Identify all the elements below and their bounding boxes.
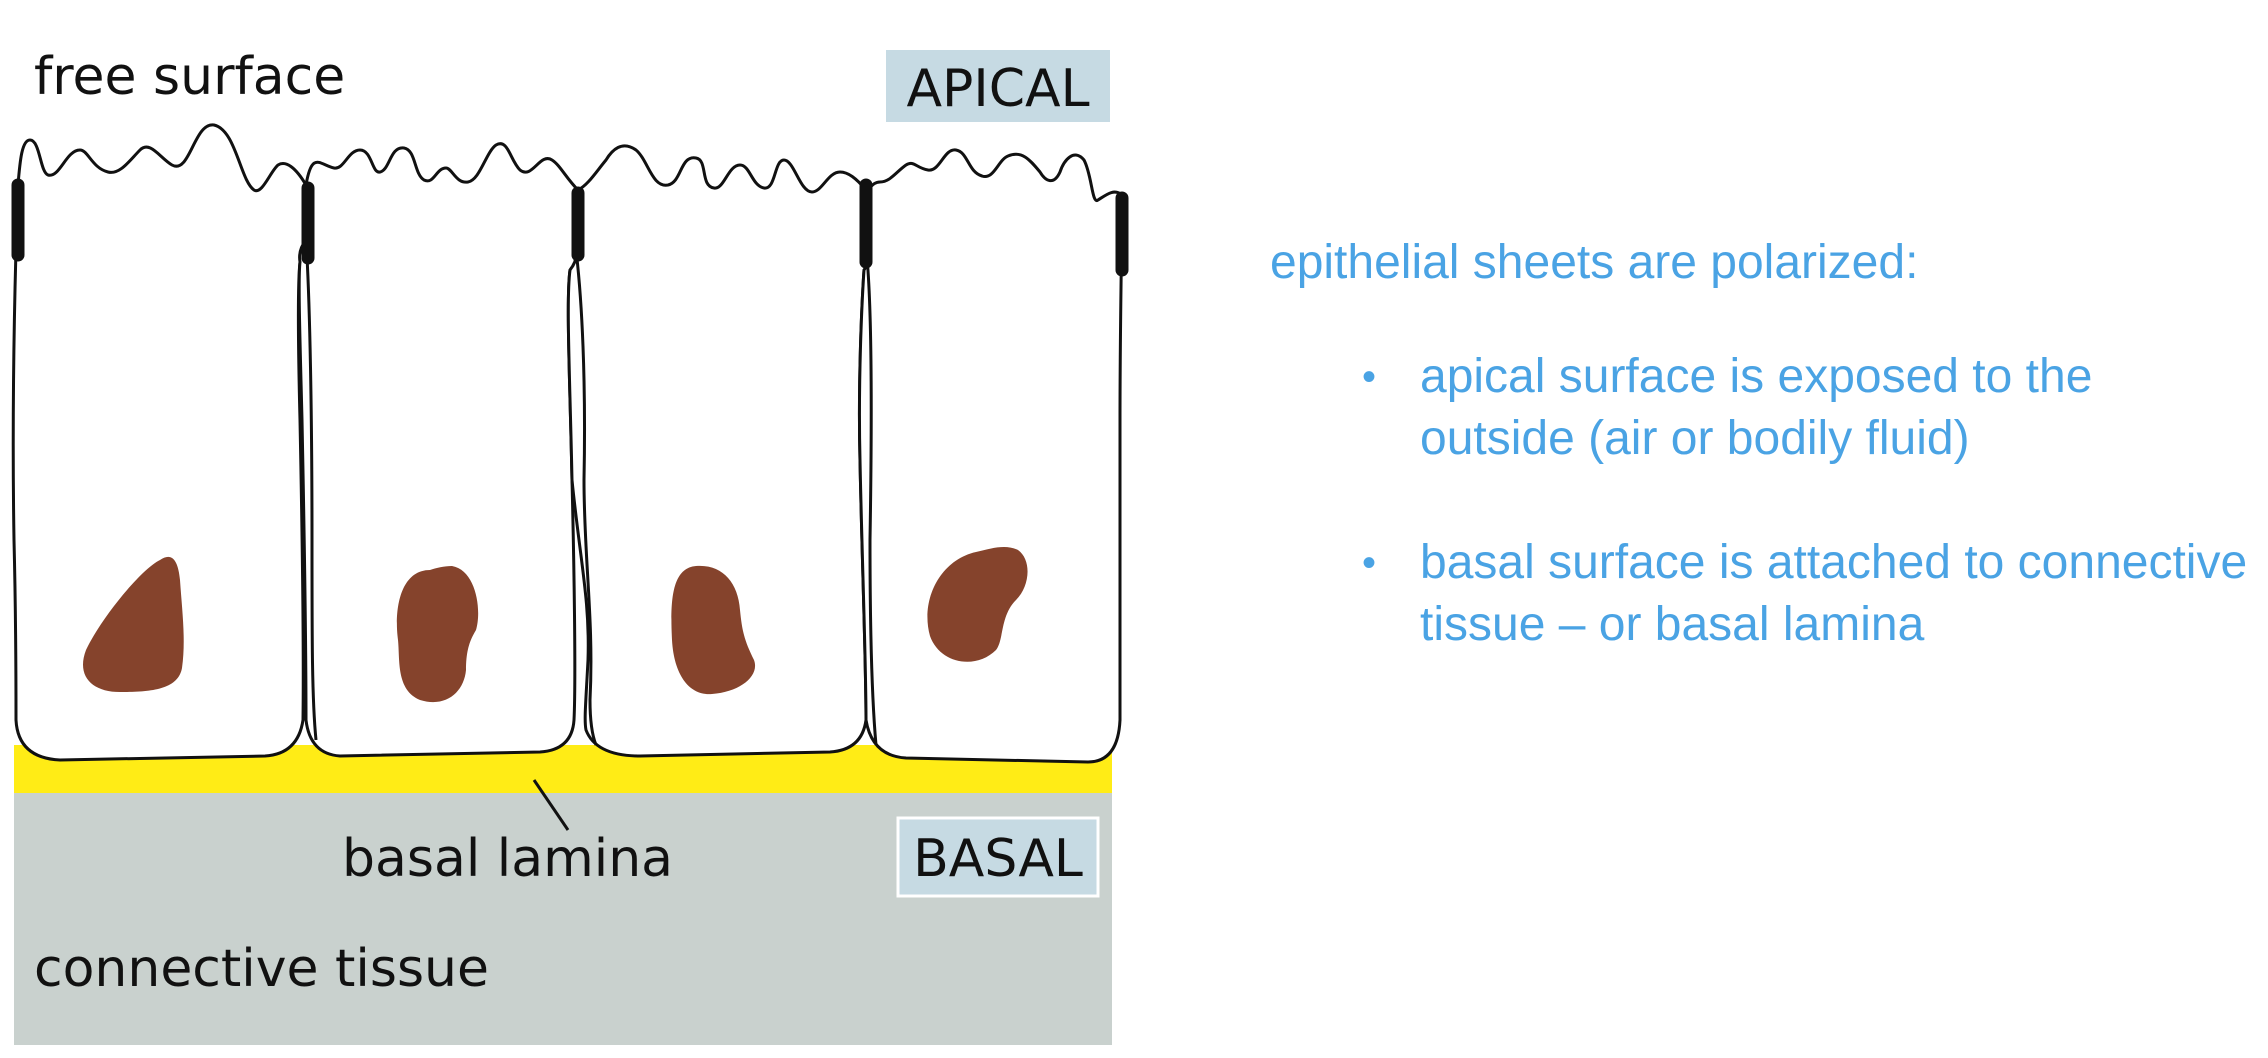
notes-bullet-text: apical surface is exposed to the outside… <box>1420 350 2093 466</box>
basal-lamina-pointer <box>532 779 570 831</box>
nucleus <box>396 566 479 703</box>
nucleus <box>671 565 756 695</box>
basal-badge <box>896 816 1100 898</box>
basal-label: BASAL <box>913 829 1083 889</box>
bullet-glyph: • <box>1362 355 1377 400</box>
cell-4 <box>857 148 1124 764</box>
nucleus <box>83 556 184 692</box>
notes-heading: epithelial sheets are polarized: <box>1270 236 1919 289</box>
nucleus <box>927 546 1028 662</box>
apical-badge <box>886 50 1110 122</box>
apical-label: APICAL <box>906 59 1089 119</box>
tight-junctions <box>11 178 1129 277</box>
notes-bullet-item: • apical surface is exposed to the outsi… <box>1362 346 2250 470</box>
cell-boundaries <box>304 239 878 746</box>
basal-lamina-label: basal lamina <box>342 829 673 889</box>
nuclei <box>83 546 1028 703</box>
notes-panel: epithelial sheets are polarized: • apica… <box>1270 232 2250 718</box>
free-surface-label: free surface <box>34 47 345 107</box>
notes-bullet-text: basal surface is attached to connective … <box>1420 536 2248 652</box>
notes-bullet-list: • apical surface is exposed to the outsi… <box>1270 346 2250 656</box>
bullet-glyph: • <box>1362 541 1377 586</box>
notes-bullet-item: • basal surface is attached to connectiv… <box>1362 532 2250 656</box>
connective-tissue-label: connective tissue <box>34 939 489 999</box>
epithelium-diagram: APICAL free surface BASAL basal lamina c… <box>11 47 1129 1045</box>
